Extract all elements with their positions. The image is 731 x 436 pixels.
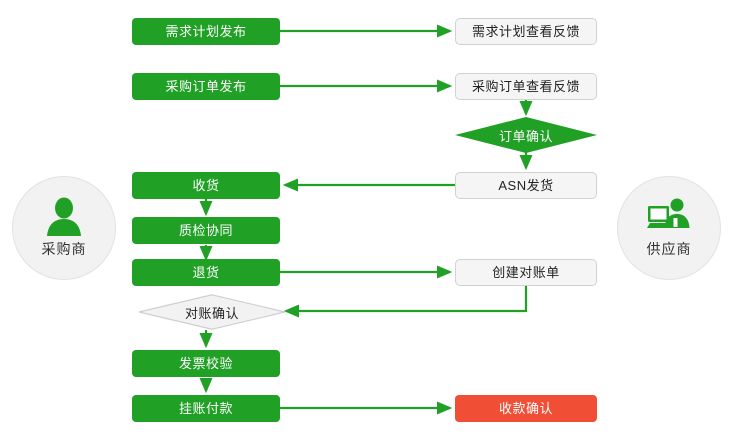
node-payable-payment[interactable]: 挂账付款 bbox=[132, 395, 280, 422]
diamond-shape bbox=[455, 117, 597, 153]
node-invoice-verify[interactable]: 发票校验 bbox=[132, 350, 280, 377]
node-label: 挂账付款 bbox=[178, 401, 233, 416]
actor-supplier-label: 供应商 bbox=[646, 241, 692, 257]
node-label: 质检协同 bbox=[178, 223, 233, 238]
node-label: ASN发货 bbox=[498, 178, 554, 193]
node-label: 退货 bbox=[192, 265, 220, 280]
node-demand-plan-feedback[interactable]: 需求计划查看反馈 bbox=[455, 18, 597, 45]
actor-supplier[interactable]: 供应商 bbox=[617, 176, 721, 280]
node-label: 需求计划查看反馈 bbox=[471, 24, 580, 39]
node-label: 需求计划发布 bbox=[165, 24, 247, 39]
node-receive-goods[interactable]: 收货 bbox=[132, 172, 280, 199]
node-create-statement[interactable]: 创建对账单 bbox=[455, 259, 597, 286]
node-label: 采购订单发布 bbox=[165, 79, 247, 94]
actor-buyer[interactable]: 采购商 bbox=[12, 176, 116, 280]
actor-buyer-label: 采购商 bbox=[41, 241, 87, 257]
node-label: 采购订单查看反馈 bbox=[471, 79, 580, 94]
edge-statement-to-confirm bbox=[283, 286, 528, 318]
diamond-shape bbox=[138, 294, 286, 330]
node-label: 收款确认 bbox=[498, 401, 553, 416]
node-demand-plan-publish[interactable]: 需求计划发布 bbox=[132, 18, 280, 45]
node-receipt-confirm[interactable]: 收款确认 bbox=[455, 395, 597, 422]
person-at-computer-icon bbox=[647, 198, 690, 228]
node-label: 收货 bbox=[192, 178, 220, 193]
node-return-goods[interactable]: 退货 bbox=[132, 259, 280, 286]
person-icon bbox=[47, 197, 81, 236]
node-label: 创建对账单 bbox=[492, 265, 560, 280]
node-label: 订单确认 bbox=[498, 128, 553, 144]
node-statement-confirm[interactable]: 对账确认 bbox=[138, 294, 286, 330]
node-asn-ship[interactable]: ASN发货 bbox=[455, 172, 597, 199]
node-po-publish[interactable]: 采购订单发布 bbox=[132, 73, 280, 100]
node-order-confirm[interactable]: 订单确认 bbox=[455, 117, 597, 153]
node-po-feedback[interactable]: 采购订单查看反馈 bbox=[455, 73, 597, 100]
node-label: 发票校验 bbox=[178, 356, 233, 371]
node-quality-check[interactable]: 质检协同 bbox=[132, 217, 280, 244]
node-label: 对账确认 bbox=[184, 305, 239, 321]
